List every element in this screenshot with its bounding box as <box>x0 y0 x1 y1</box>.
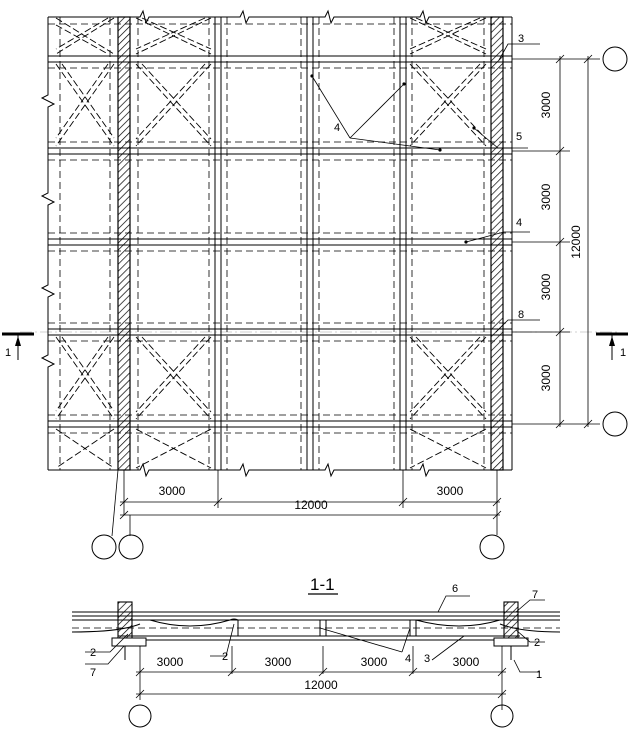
plan-callout-8: 8 <box>518 309 524 321</box>
section-left-bearing <box>111 637 147 647</box>
section-right-bearing <box>493 637 529 647</box>
plan-callout-5: 5 <box>516 131 522 143</box>
plan-callout-4-cluster: 4 <box>334 122 340 134</box>
top-break-line <box>48 9 512 25</box>
plan-leader-dots <box>310 74 476 244</box>
section-mark-right: 1 <box>596 332 628 360</box>
section-dim-1: 3000 <box>157 655 184 669</box>
section-dim-total: 12000 <box>304 678 338 692</box>
bottom-dim-total: 12000 <box>294 498 328 512</box>
cross-bracing <box>55 17 487 469</box>
right-dim-3: 3000 <box>539 273 553 300</box>
right-dim-total: 12000 <box>569 225 583 259</box>
plan-callout-3: 3 <box>518 33 524 45</box>
plan-leaders <box>311 43 540 333</box>
bottom-break-line <box>48 462 512 478</box>
section-callout-3: 3 <box>424 653 430 665</box>
section-mark-right-label: 1 <box>620 347 626 359</box>
right-dim-1: 3000 <box>539 91 553 118</box>
section-ribs <box>71 618 561 636</box>
right-dimension-chain <box>512 54 600 429</box>
right-wall <box>490 16 504 471</box>
section-title: 1-1 <box>310 575 335 594</box>
section-callout-4: 4 <box>405 653 411 665</box>
vertical-beams <box>214 17 407 470</box>
grid-axis-bubble-top-right <box>602 46 628 72</box>
right-dim-2: 3000 <box>539 183 553 210</box>
section-mark-left-label: 1 <box>5 347 11 359</box>
section-slab <box>72 611 560 641</box>
bottom-dim-left: 3000 <box>159 484 186 498</box>
bottom-dim-right: 3000 <box>437 484 464 498</box>
left-break-line <box>40 17 56 470</box>
section-callout-6: 6 <box>452 583 458 595</box>
section-callout-2-right: 2 <box>534 637 540 649</box>
section-callout-7-top: 7 <box>532 589 538 601</box>
dashed-grid <box>48 17 512 470</box>
section-axis-bubble-right <box>490 704 514 728</box>
section-dim-4: 3000 <box>453 655 480 669</box>
grid-axis-bubble-bottom-1 <box>91 534 117 560</box>
section-leaders <box>85 595 545 673</box>
bottom-dimension-chain <box>111 469 502 537</box>
section-dim-2: 3000 <box>265 655 292 669</box>
section-view: 1-1 <box>71 575 561 728</box>
grid-axis-bubble-bottom-2 <box>118 534 144 560</box>
section-dim-3: 3000 <box>361 655 388 669</box>
section-callout-1: 1 <box>536 669 542 681</box>
left-wall <box>117 16 131 471</box>
section-callout-7-left: 7 <box>90 667 96 679</box>
section-mark-left: 1 <box>2 332 34 360</box>
section-callout-2-mid: 2 <box>222 651 228 663</box>
right-dim-4: 3000 <box>539 364 553 391</box>
section-axis-bubble-left <box>128 704 152 728</box>
plan-callout-4-right: 4 <box>516 217 522 229</box>
section-dimension-chain <box>135 646 507 710</box>
section-callout-2-left: 2 <box>90 647 96 659</box>
grid-axis-bubble-bottom-3 <box>479 534 505 560</box>
plan-view: 1 1 3 4 5 4 8 <box>2 9 628 560</box>
grid-axis-bubble-bottom-right <box>602 411 628 437</box>
